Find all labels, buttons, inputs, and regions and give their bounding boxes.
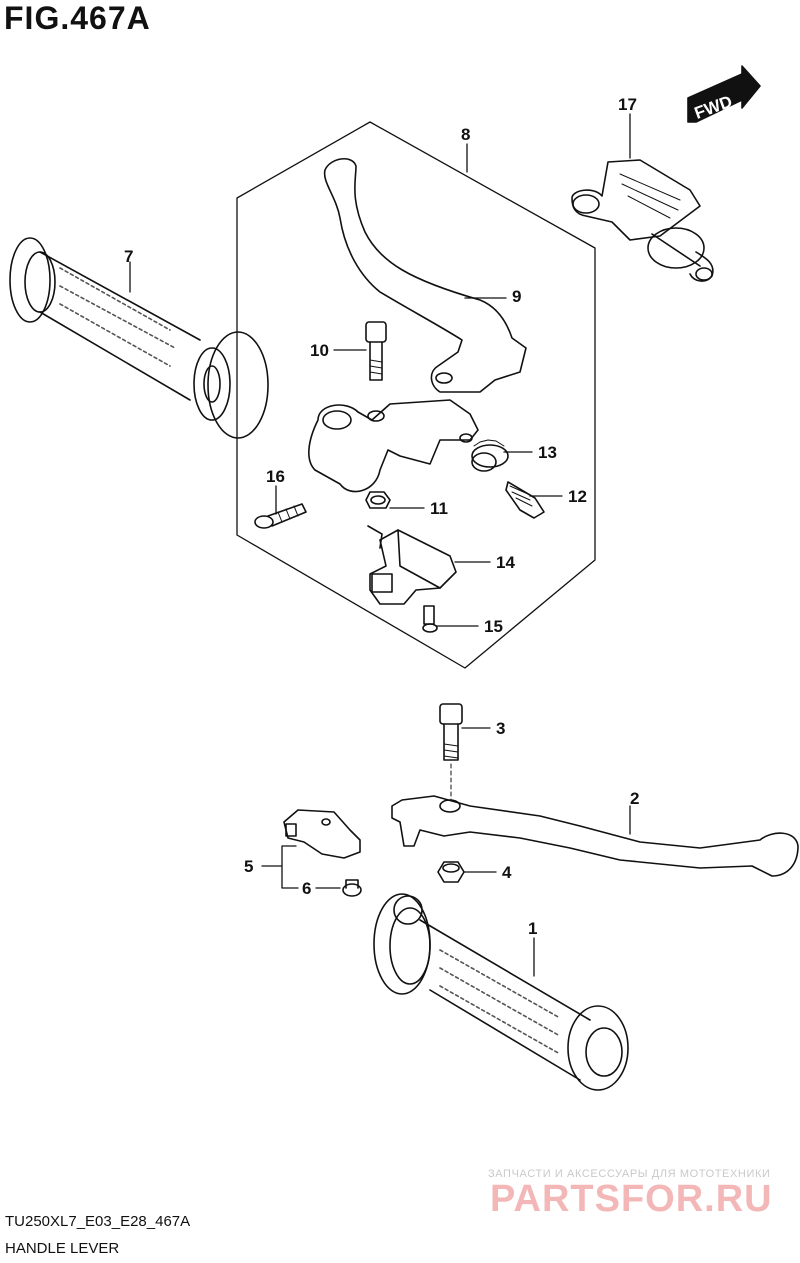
screw (254, 503, 307, 529)
adjuster-ring (471, 439, 509, 472)
callout-11: 11 (430, 499, 448, 518)
adjuster-bolt (505, 481, 545, 519)
leader-lines (129, 113, 631, 977)
callout-15: 15 (484, 617, 503, 636)
throttle-grip (373, 893, 629, 1091)
lever-holder (308, 399, 479, 493)
callout-numbers: 8 7 17 9 10 13 12 11 16 14 15 3 2 4 5 6 … (124, 95, 639, 938)
figure-code: TU250XL7_E03_E28_467A (5, 1213, 191, 1230)
callout-7: 7 (124, 247, 133, 266)
callout-6: 6 (302, 879, 311, 898)
callout-17: 17 (618, 95, 637, 114)
brake-switch (283, 809, 361, 859)
callout-14: 14 (496, 553, 515, 572)
front-lever-bolt (439, 703, 463, 801)
figure-title: FIG.467A (4, 0, 151, 36)
callout-2: 2 (630, 789, 639, 808)
callout-9: 9 (512, 287, 521, 306)
lever-protector (571, 159, 714, 282)
lever-nut (437, 861, 465, 883)
lever-assembly-outline (236, 121, 596, 669)
small-screw (422, 605, 438, 633)
callout-5: 5 (244, 857, 253, 876)
callout-12: 12 (568, 487, 587, 506)
figure-caption: HANDLE LEVER (5, 1240, 120, 1257)
callout-8: 8 (461, 125, 470, 144)
watermark-logo: PARTSFOR.RU (490, 1178, 773, 1220)
switch-screw (342, 879, 362, 897)
fwd-arrow-icon: FWD (687, 65, 761, 123)
callout-10: 10 (310, 341, 329, 360)
watermark-tagline: ЗАПЧАСТИ И АКСЕССУАРЫ ДЛЯ МОТОТЕХНИКИ (488, 1168, 771, 1180)
callout-1: 1 (528, 919, 537, 938)
callout-4: 4 (502, 863, 512, 882)
nut (365, 491, 391, 509)
left-grip (9, 237, 269, 439)
front-brake-lever (391, 795, 799, 877)
clutch-switch (367, 525, 457, 605)
callout-3: 3 (496, 719, 505, 738)
callout-16: 16 (266, 467, 285, 486)
callout-13: 13 (538, 443, 557, 462)
pivot-bolt (365, 321, 387, 381)
clutch-lever (323, 158, 527, 393)
